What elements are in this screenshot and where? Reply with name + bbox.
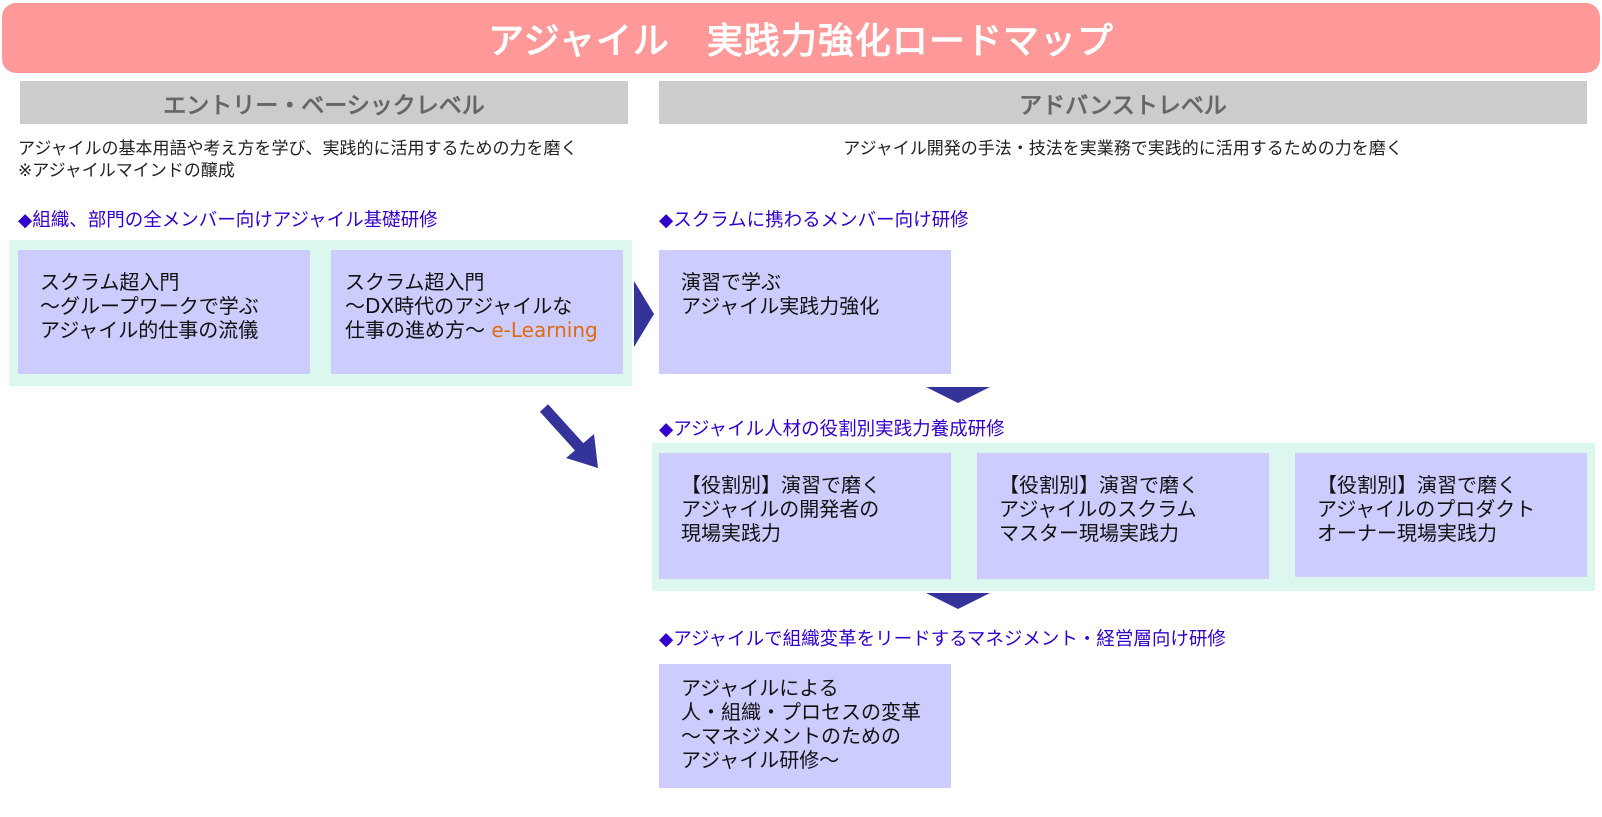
diagonal-arrow-icon (539, 404, 598, 468)
entry-level-header: エントリー・ベーシックレベル (20, 81, 628, 124)
box-line: 【役割別】演習で磨く (1317, 473, 1517, 497)
box-line: アジャイルのスクラム (999, 497, 1197, 521)
training-box-role-product-owner[interactable]: 【役割別】演習で磨く アジャイルのプロダクト オーナー現場実践力 (1295, 453, 1587, 577)
box-line: 仕事の進め方～ e-Learning (345, 318, 607, 342)
box-line: アジャイル研修～ (681, 748, 840, 772)
box-line: オーナー現場実践力 (1317, 521, 1497, 545)
section-title-basic: ◆組織、部門の全メンバー向けアジャイル基礎研修 (18, 210, 438, 231)
box-line: アジャイルによる (681, 676, 839, 700)
box-line: 【役割別】演習で磨く (999, 473, 1199, 497)
section-title-roles: ◆アジャイル人材の役割別実践力養成研修 (659, 419, 1005, 440)
training-box-role-developer[interactable]: 【役割別】演習で磨く アジャイルの開発者の 現場実践力 (659, 453, 951, 579)
box-line: ～DX時代のアジャイルな (345, 294, 573, 318)
training-box-management[interactable]: アジャイルによる 人・組織・プロセスの変革 ～マネジメントのための アジャイル研… (659, 664, 951, 788)
box-line: スクラム超入門 (40, 270, 180, 294)
box-line: アジャイルのプロダクト (1317, 497, 1536, 521)
training-box-scrum-intro-groupwork[interactable]: スクラム超入門 ～グループワークで学ぶ アジャイル的仕事の流儀 (18, 250, 310, 374)
entry-level-description: アジャイルの基本用語や考え方を学び、実践的に活用するための力を磨く ※アジャイル… (18, 138, 638, 182)
advanced-level-description: アジャイル開発の手法・技法を実業務で実践的に活用するための力を磨く (843, 139, 1403, 159)
box-line: ～マネジメントのための (681, 724, 901, 748)
box-line: ～グループワークで学ぶ (40, 294, 259, 318)
box-line: アジャイル実践力強化 (681, 294, 880, 318)
box-line: 人・組織・プロセスの変革 (681, 700, 921, 724)
section-title-management: ◆アジャイルで組織変革をリードするマネジメント・経営層向け研修 (659, 629, 1226, 650)
entry-description-note: ※アジャイルマインドの醸成 (18, 161, 235, 181)
box-line: マスター現場実践力 (999, 521, 1179, 545)
section-title-scrum: ◆スクラムに携わるメンバー向け研修 (659, 210, 969, 231)
page-title: アジャイル 実践力強化ロードマップ (2, 3, 1600, 73)
box-line: スクラム超入門 (345, 270, 485, 294)
training-box-scrum-intro-elearning[interactable]: スクラム超入門 ～DX時代のアジャイルな 仕事の進め方～ e-Learning (331, 250, 623, 374)
elearning-label: e-Learning (491, 318, 598, 342)
training-box-role-scrum-master[interactable]: 【役割別】演習で磨く アジャイルのスクラム マスター現場実践力 (977, 453, 1269, 579)
box-line: アジャイルの開発者の (681, 497, 880, 521)
advanced-level-header: アドバンストレベル (659, 81, 1587, 124)
training-box-scrum-practice[interactable]: 演習で学ぶ アジャイル実践力強化 (659, 250, 951, 374)
box-line: 演習で学ぶ (681, 270, 781, 294)
entry-description-line: アジャイルの基本用語や考え方を学び、実践的に活用するための力を磨く (18, 139, 578, 159)
box-line: アジャイル的仕事の流儀 (40, 318, 259, 342)
down-arrow-icon (926, 387, 990, 403)
box-line: 【役割別】演習で磨く (681, 473, 881, 497)
down-arrow-icon (926, 593, 990, 609)
box-line-text: 仕事の進め方～ (345, 318, 492, 342)
box-line: 現場実践力 (681, 521, 781, 545)
right-arrow-icon (634, 281, 654, 347)
